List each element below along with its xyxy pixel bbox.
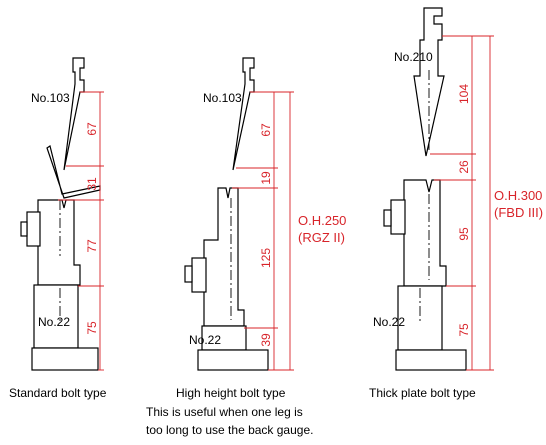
thick-plate-holder-base — [395, 349, 467, 371]
standard-dim-punch: 67 — [85, 122, 99, 136]
thick-plate-model: (FBD III) — [494, 205, 543, 220]
high-height-holder-base — [197, 349, 269, 371]
thick-plate-dim-holder: 75 — [457, 323, 471, 337]
thick-plate-dim-gap: 26 — [457, 160, 471, 174]
high-height-dim-punch: 67 — [259, 123, 273, 137]
thick-plate-die — [403, 179, 447, 287]
standard-punch — [63, 57, 85, 171]
standard-die-label: No.22 — [38, 315, 70, 329]
thick-plate-dim-die: 95 — [457, 227, 471, 241]
high-height-die-label: No.22 — [189, 333, 221, 347]
high-height-holder — [201, 325, 247, 351]
high-height-note-line-2: too long to use the back gauge. — [146, 423, 313, 437]
high-height-dim-gap: 19 — [259, 171, 273, 185]
thick-plate-die-label: No.22 — [373, 315, 405, 329]
high-height-punch — [232, 57, 255, 171]
standard-punch-label: No.103 — [31, 91, 70, 105]
high-height-dim-die: 125 — [259, 248, 273, 268]
standard-dim-gap: 31 — [85, 177, 99, 191]
high-height-model: (RGZ II) — [298, 230, 345, 245]
standard-dim-holder: 75 — [85, 321, 99, 335]
high-height-overall-height: O.H.250 — [298, 213, 346, 228]
thick-plate-punch-label: No.210 — [394, 50, 433, 64]
thick-plate-overall-height: O.H.300 — [494, 188, 542, 203]
thick-plate-dim-punch: 104 — [457, 84, 471, 104]
standard-die — [37, 199, 81, 286]
high-height-tool-assembly — [184, 57, 294, 371]
high-height-punch-label: No.103 — [203, 91, 242, 105]
high-height-bolt-head — [184, 265, 193, 283]
high-height-die — [203, 187, 245, 327]
standard-caption: Standard bolt type — [9, 386, 107, 400]
thick-plate-bolt-block — [390, 199, 406, 235]
high-height-bolt-block — [191, 257, 207, 293]
thick-plate-bolt-head — [383, 209, 392, 227]
standard-bolt-head — [20, 221, 28, 237]
thick-plate-punch — [413, 7, 445, 157]
high-height-caption: High height bolt type — [176, 386, 286, 400]
standard-holder-upper — [33, 284, 79, 349]
standard-tool-assembly — [20, 57, 104, 371]
thick-plate-caption: Thick plate bolt type — [369, 386, 476, 400]
standard-dim-die: 77 — [85, 239, 99, 253]
high-height-note-line-1: This is useful when one leg is — [146, 405, 303, 419]
standard-holder-base — [31, 347, 99, 371]
thick-plate-tool-assembly — [383, 7, 494, 371]
high-height-dim-holder: 39 — [259, 333, 273, 347]
standard-bolt-block — [26, 211, 41, 247]
